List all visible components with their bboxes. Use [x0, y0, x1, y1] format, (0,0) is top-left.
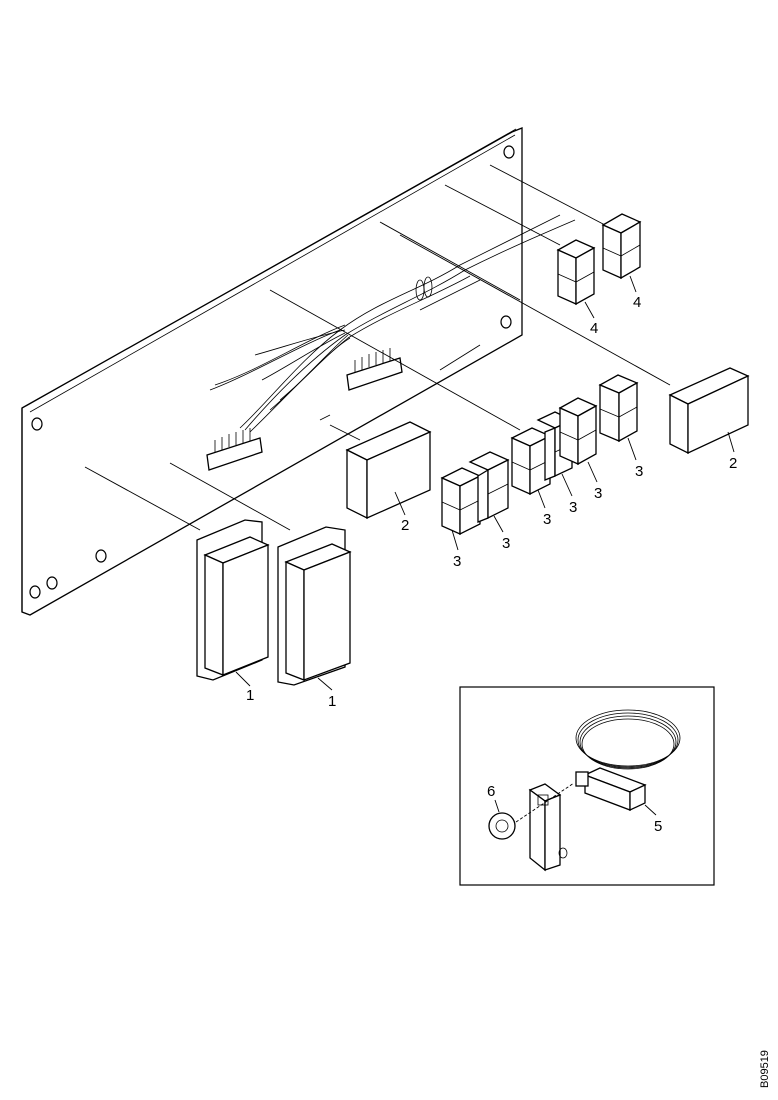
- callout-3: 3: [453, 553, 461, 570]
- mounting-hole: [95, 549, 107, 563]
- connector: [206, 428, 263, 471]
- explosion-lines: [84, 164, 671, 531]
- callout-2: 2: [729, 455, 737, 472]
- callout-4: 4: [633, 294, 641, 311]
- callout-3: 3: [569, 499, 577, 516]
- circuit-board: [21, 127, 523, 616]
- small-relay-stack: [468, 451, 510, 523]
- small-relay-stack: [598, 374, 639, 443]
- inset-detail: [459, 686, 715, 886]
- mounting-hole: [503, 145, 515, 159]
- medium-relay: [668, 367, 750, 455]
- callout-1: 1: [328, 693, 336, 710]
- small-relay-stack: [510, 427, 552, 496]
- callout-3: 3: [543, 511, 551, 528]
- mounting-hole: [46, 576, 58, 590]
- connector: [346, 348, 403, 391]
- mounting-hole: [31, 417, 43, 431]
- callout-3: 3: [635, 463, 643, 480]
- callout-4: 4: [590, 320, 598, 337]
- callout-leaders: [235, 275, 735, 691]
- small-relay-stack: [440, 467, 482, 536]
- large-relay: [277, 526, 352, 686]
- small-relay-stack: [558, 397, 598, 466]
- mounting-hole: [500, 315, 512, 329]
- callout-2: 2: [401, 517, 409, 534]
- knob: [488, 812, 516, 840]
- callout-6: 6: [487, 783, 495, 800]
- medium-relay: [345, 421, 432, 520]
- callout-3: 3: [594, 485, 602, 502]
- callout-1: 1: [246, 687, 254, 704]
- document-id: B09519: [759, 1050, 771, 1088]
- callout-3: 3: [502, 535, 510, 552]
- wire-harness: [209, 214, 576, 433]
- large-relay: [196, 519, 270, 681]
- callout-5: 5: [654, 818, 662, 835]
- callout-labels: 1 1 2 2 3 3 3 3 3 3 4 4 5 6: [246, 294, 737, 835]
- small-relay-stack: [556, 239, 596, 306]
- mounting-hole: [29, 585, 41, 599]
- small-relay-stack: [601, 213, 642, 280]
